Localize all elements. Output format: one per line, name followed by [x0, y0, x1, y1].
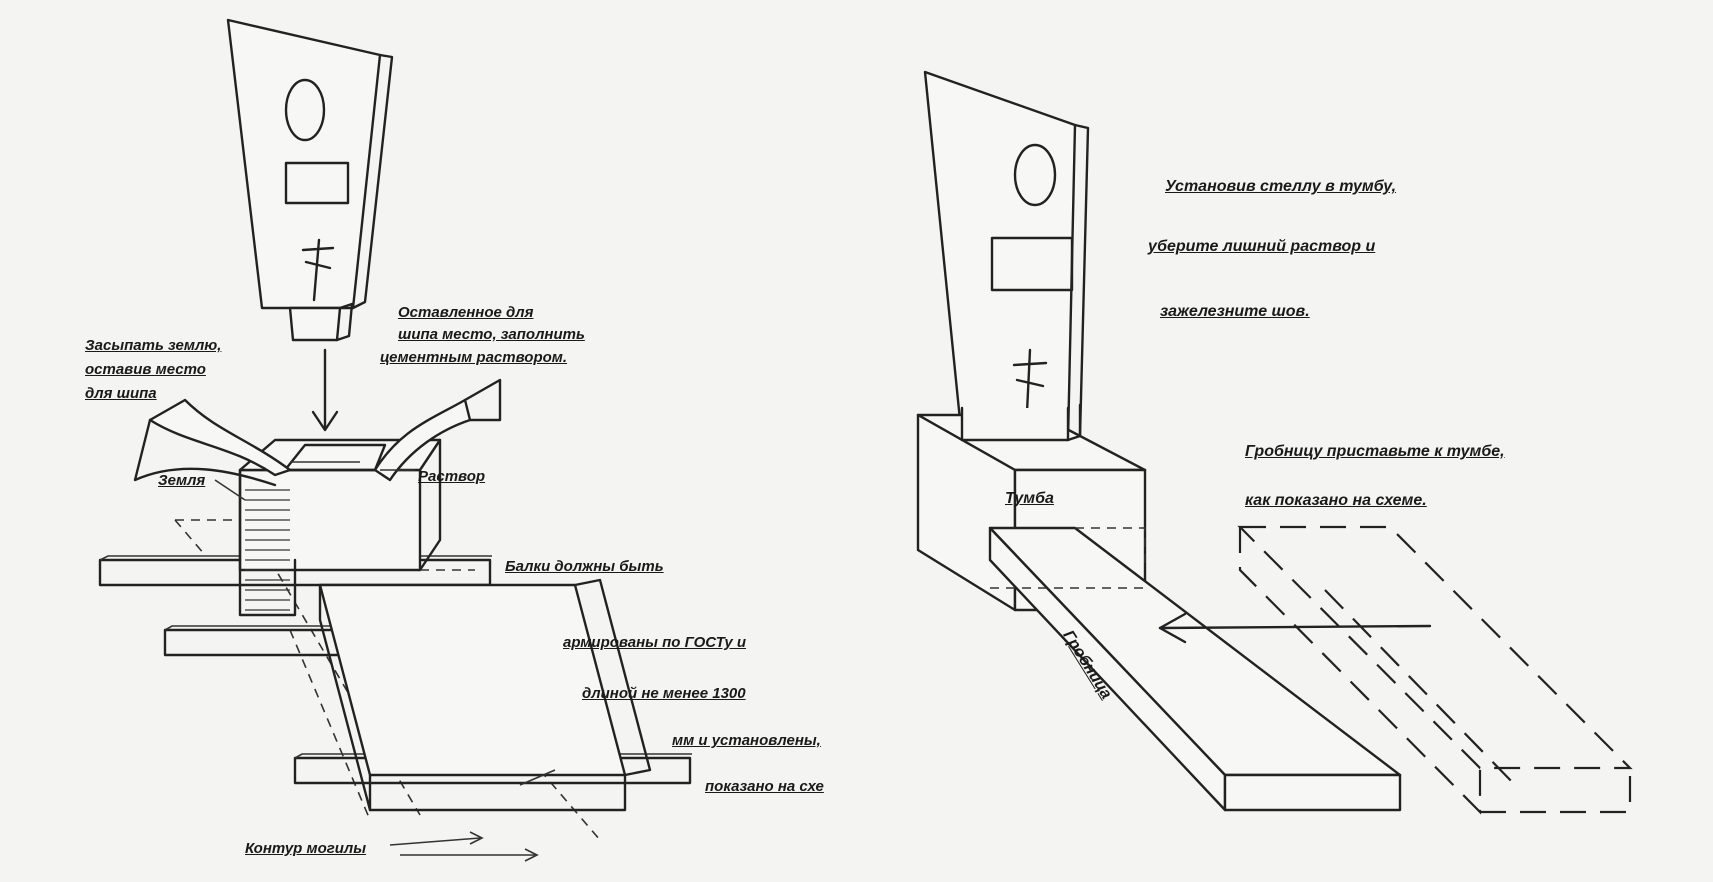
label-earth: Земля [158, 472, 206, 489]
label-mortar: Раствор [418, 468, 486, 485]
orthodox-cross-icon [1012, 348, 1048, 414]
label-pedestal: Тумба [1005, 490, 1054, 507]
stele-left [226, 18, 394, 342]
pour-ribbon-left [133, 398, 292, 487]
label-fill-earth-3: для шипа [85, 385, 157, 402]
pedestal-block-left [238, 438, 475, 617]
orthodox-cross-icon [301, 238, 335, 302]
plaque-rect-icon [284, 161, 350, 205]
label-leftover-space-1: Оставленное для [398, 304, 534, 321]
left-diagram [98, 18, 692, 862]
stele-right [923, 70, 1090, 442]
plaque-rect-icon [990, 236, 1074, 292]
label-grave-outline: Контур могилы [245, 840, 367, 857]
tomb-slab-right [988, 526, 1402, 812]
right-diagram [916, 70, 1633, 815]
pour-ribbon-right [373, 378, 502, 482]
label-install-3: зажелезните шов. [1160, 303, 1310, 320]
label-leftover-space-3: цементным раствором. [380, 349, 568, 366]
tomb-ghost-dashed [1237, 525, 1633, 815]
label-beams-3: длиной не менее 1300 [582, 685, 746, 702]
leader-lines-left [214, 469, 556, 786]
label-leftover-space-2: шипа место, заполнить [398, 326, 585, 343]
oval-portrait-icon [284, 78, 326, 142]
label-beams-1: Балки должны быть [505, 558, 664, 575]
tomb-slab-left [318, 578, 652, 812]
grave-outline-arrows [389, 831, 539, 862]
label-install-2: уберите лишний раствор и [1148, 238, 1376, 255]
label-beams-2: армированы по ГОСТу и [563, 634, 747, 651]
label-beams-5: показано на схе [705, 778, 824, 795]
down-arrow [311, 348, 339, 432]
label-fill-earth-2: оставив место [85, 361, 206, 378]
label-fill-earth-1: Засыпать землю, [85, 337, 222, 354]
label-beams-4: мм и установлены, [672, 732, 821, 749]
label-tomb-1: Гробницу приставьте к тумбе, [1245, 443, 1505, 460]
label-tomb-2: как показано на схеме. [1245, 492, 1427, 509]
earth-hatching [245, 489, 290, 611]
label-install-1: Установив стеллу в тумбу, [1165, 178, 1397, 195]
oval-portrait-icon [1013, 143, 1057, 207]
